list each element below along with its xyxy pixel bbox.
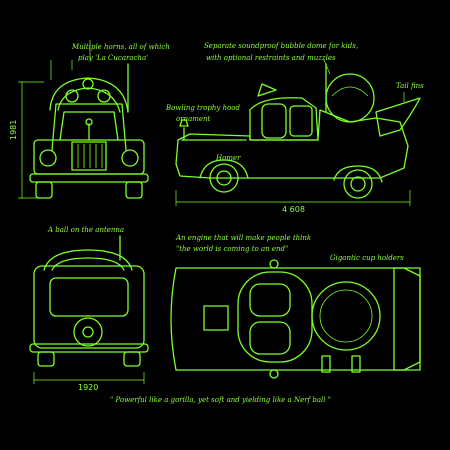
left-headlight bbox=[39, 149, 57, 167]
rear-dome bbox=[43, 249, 133, 271]
bubble-dome-annotation-line2: with optional restraints and muzzles bbox=[206, 54, 336, 62]
side-cabin bbox=[249, 97, 319, 141]
tail-fins-annotation: Tail fins bbox=[396, 82, 424, 90]
quote: " Powerful like a gorilla, yet soft and … bbox=[110, 396, 331, 404]
width-dimension-label: 1920 bbox=[78, 383, 98, 392]
hood-ornament-annotation-line2: ornament bbox=[176, 115, 211, 123]
top-hood-vent bbox=[203, 305, 229, 331]
length-dimension-label: 4 608 bbox=[282, 205, 305, 214]
front-body bbox=[33, 139, 145, 175]
top-tail-section bbox=[393, 267, 421, 371]
hood-ornament-annotation-line1: Bowling trophy hood bbox=[165, 104, 241, 112]
height-dimension-label: 1981 bbox=[9, 120, 18, 140]
horns-annotation-line2: play 'La Cucaracha' bbox=[78, 54, 148, 62]
side-body bbox=[175, 109, 409, 179]
side-rear-wheel bbox=[343, 169, 373, 199]
homer-badge: Homer bbox=[215, 154, 241, 162]
side-front-wheel bbox=[209, 163, 239, 193]
side-view: Homer 4 608 bbox=[175, 63, 421, 214]
horns-annotation-line1: Multiple horns, all of which bbox=[71, 43, 170, 51]
antenna-ball-annotation: A ball on the antenna bbox=[47, 226, 124, 234]
windshield bbox=[59, 111, 119, 141]
engine-annotation-line1: An engine that will make people think bbox=[175, 234, 311, 242]
spare-tire bbox=[73, 317, 103, 347]
cup-holders-annotation: Gigantic cup holders bbox=[330, 254, 404, 262]
right-headlight bbox=[121, 149, 139, 167]
top-bubble-dome bbox=[311, 281, 381, 351]
grille bbox=[71, 141, 107, 171]
cup-holder-right bbox=[269, 369, 279, 379]
front-view: 1981 bbox=[9, 40, 149, 199]
top-view bbox=[170, 259, 421, 379]
front-bumper bbox=[29, 173, 149, 183]
top-body bbox=[170, 267, 421, 371]
cup-holder-left bbox=[269, 259, 279, 269]
rear-body bbox=[33, 265, 145, 349]
horns-dome bbox=[49, 77, 129, 113]
top-cabin bbox=[237, 271, 313, 363]
rear-view: 1920 bbox=[29, 235, 149, 392]
bubble-dome-annotation-line1: Separate soundproof bubble dome for kids… bbox=[204, 42, 358, 50]
tail-fin bbox=[375, 97, 421, 137]
engine-annotation-line2: "the world is coming to an end" bbox=[176, 245, 288, 253]
